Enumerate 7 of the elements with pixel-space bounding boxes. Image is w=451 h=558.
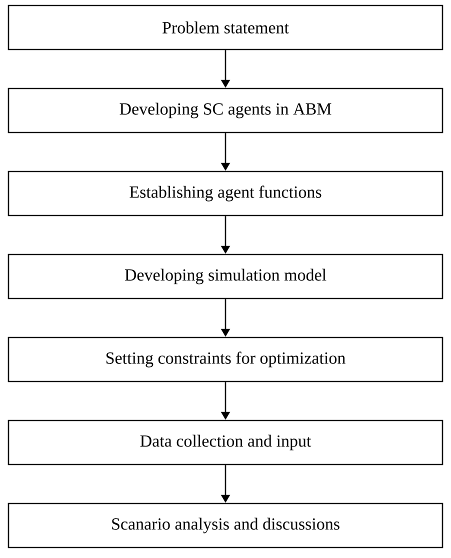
process-box: Scanario analysis and discussions <box>8 502 444 548</box>
process-box: Developing simulation model <box>8 254 444 300</box>
process-box: Problem statement <box>8 4 444 50</box>
process-box: Establishing agent functions <box>8 170 444 216</box>
process-box: Developing SC agents in ABM <box>8 88 444 134</box>
process-box: Data collection and input <box>8 420 444 466</box>
process-box: Setting constraints for optimization <box>8 336 444 382</box>
